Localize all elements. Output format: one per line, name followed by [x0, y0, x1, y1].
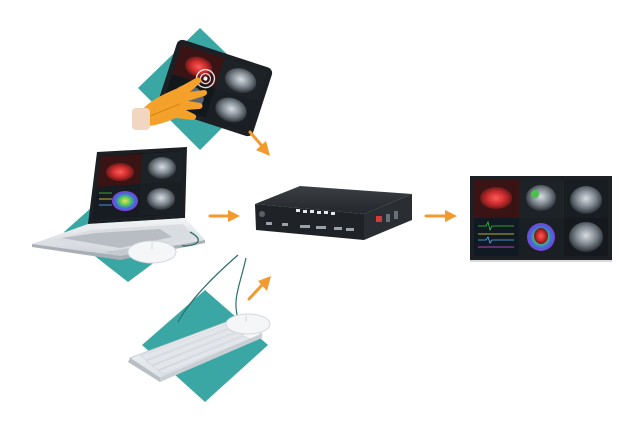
arrow-tablet-to-processor — [248, 130, 270, 156]
node-tablet — [132, 28, 273, 150]
wall-display-icon — [470, 176, 612, 262]
laptop-cable — [181, 231, 199, 247]
display-panel-vitals — [474, 218, 519, 256]
node-processor — [255, 186, 412, 240]
keyboard-cable — [177, 254, 239, 323]
flow-arrows — [208, 130, 457, 301]
arrow-laptop-to-processor — [208, 210, 240, 222]
processor-front-ports — [296, 209, 335, 215]
keyboard-mouse-icon — [225, 313, 271, 335]
laptop-icon — [32, 147, 205, 260]
gloved-hand-icon — [132, 77, 207, 130]
node-keyboard-mouse — [128, 254, 271, 402]
arrow-processor-to-display — [424, 210, 457, 222]
node-display — [470, 176, 612, 262]
node-laptop — [32, 147, 205, 282]
keyboard-icon — [128, 319, 264, 382]
laptop-mouse-icon — [127, 240, 177, 264]
mouse-cable — [235, 257, 247, 319]
arrow-keyboard-to-processor — [247, 276, 271, 301]
rack-processor-icon — [255, 186, 412, 240]
